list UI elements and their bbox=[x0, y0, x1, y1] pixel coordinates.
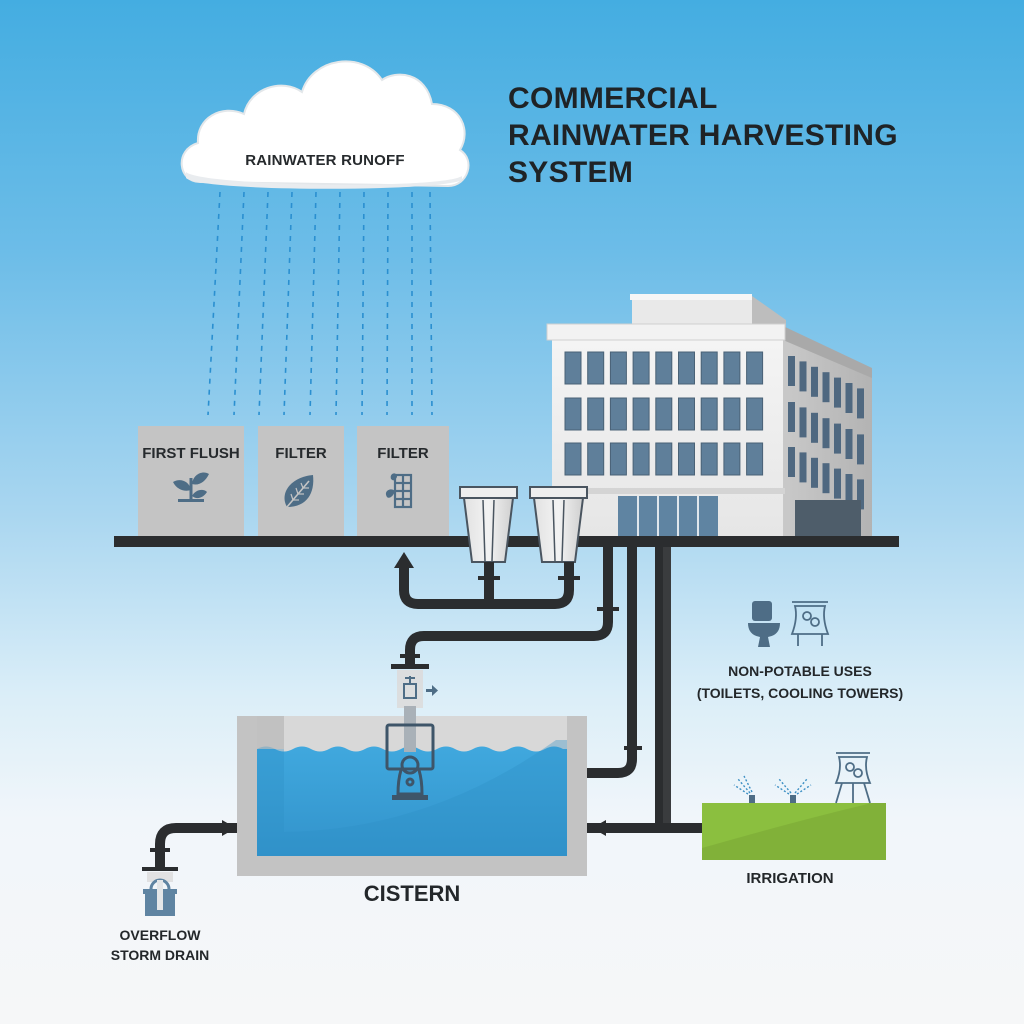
cistern-tank bbox=[237, 716, 587, 876]
filter-label: FILTER bbox=[275, 445, 327, 462]
irrigation-field bbox=[702, 803, 886, 860]
cooling-tower-icon bbox=[834, 752, 872, 804]
pipe-flanges bbox=[142, 576, 642, 871]
building-window bbox=[723, 397, 741, 431]
cloud bbox=[180, 60, 470, 189]
building-window bbox=[609, 397, 627, 431]
control-valve-icon bbox=[403, 676, 417, 699]
building-side-window bbox=[811, 412, 818, 443]
building-window bbox=[564, 397, 582, 431]
rain-line bbox=[233, 191, 245, 416]
building-window bbox=[655, 351, 673, 385]
right-arrow-icon bbox=[222, 820, 236, 836]
building-window bbox=[564, 442, 582, 476]
right-arrow-icon bbox=[426, 685, 438, 696]
cistern-label: CISTERN bbox=[363, 881, 461, 906]
building-window bbox=[632, 351, 650, 385]
building-window bbox=[587, 351, 605, 385]
building-side-window bbox=[845, 429, 853, 459]
building-side-window bbox=[799, 452, 807, 483]
building-window bbox=[678, 397, 695, 431]
building-window bbox=[700, 397, 718, 431]
building-side-window bbox=[857, 434, 864, 465]
building-side-window bbox=[845, 474, 853, 504]
building-side-window bbox=[834, 377, 841, 408]
building-side-window bbox=[799, 407, 807, 438]
building-window bbox=[632, 397, 650, 431]
cloud-label: RAINWATER RUNOFF bbox=[245, 152, 405, 169]
leaf-grid-filter-icon bbox=[385, 473, 413, 509]
up-arrow-icon bbox=[394, 552, 414, 568]
building-window bbox=[609, 442, 627, 476]
leaf-icon bbox=[284, 475, 314, 508]
building-window bbox=[723, 351, 741, 385]
rain-line bbox=[258, 191, 269, 416]
rain-line bbox=[386, 191, 389, 416]
rain-line bbox=[361, 191, 365, 416]
non-potable-label-line2: (TOILETS, COOLING TOWERS) bbox=[696, 685, 904, 701]
non-potable-label-line1: NON-POTABLE USES bbox=[728, 663, 872, 679]
building-side-window bbox=[788, 447, 795, 477]
building-side-window bbox=[788, 402, 795, 432]
page-title: COMMERCIAL RAINWATER HARVESTING SYSTEM bbox=[508, 80, 898, 191]
building-window bbox=[564, 351, 582, 385]
building-window bbox=[609, 351, 627, 385]
filter-label: FILTER bbox=[377, 445, 429, 462]
rain-line bbox=[335, 191, 341, 416]
left-arrow-icon bbox=[592, 820, 606, 836]
building-window bbox=[587, 397, 605, 431]
downspout-filter-1 bbox=[459, 486, 518, 563]
overflow-label-line2: STORM DRAIN bbox=[110, 947, 210, 963]
building-side-window bbox=[799, 361, 807, 392]
toilet-icon bbox=[748, 601, 780, 647]
building-side-window bbox=[845, 383, 853, 413]
building-side-window bbox=[811, 457, 818, 488]
building-side-window bbox=[834, 423, 841, 454]
rain-line bbox=[283, 191, 293, 416]
building-side-window bbox=[857, 479, 864, 510]
title-line: RAINWATER HARVESTING bbox=[508, 119, 898, 152]
overflow-label: OVERFLOW STORM DRAIN bbox=[90, 925, 230, 965]
building-side-window bbox=[788, 356, 795, 386]
storm-drain-icon bbox=[143, 872, 177, 916]
cooling-tower-icon bbox=[790, 601, 830, 646]
rain-drops bbox=[207, 191, 433, 416]
building-side-window bbox=[857, 388, 864, 419]
building-side-window bbox=[811, 366, 818, 397]
first-flush-label: FIRST FLUSH bbox=[142, 445, 240, 462]
pump-assembly bbox=[385, 670, 438, 800]
building-window bbox=[746, 351, 764, 385]
commercial-building bbox=[546, 294, 872, 536]
building-window bbox=[655, 442, 673, 476]
irrigation-label: IRRIGATION bbox=[746, 870, 834, 887]
building-side-window bbox=[822, 418, 830, 449]
downspout-filter-2 bbox=[529, 486, 588, 563]
building-window bbox=[678, 351, 695, 385]
rain-line bbox=[309, 191, 317, 416]
building-window bbox=[723, 442, 741, 476]
building-window bbox=[655, 397, 673, 431]
building-side-window bbox=[834, 468, 841, 499]
sprout-icon bbox=[173, 472, 209, 502]
title-line: COMMERCIAL bbox=[508, 82, 718, 115]
rain-line bbox=[207, 191, 221, 416]
building-window bbox=[700, 351, 718, 385]
building-window bbox=[632, 442, 650, 476]
building-window bbox=[746, 397, 764, 431]
building-window bbox=[700, 442, 718, 476]
building-window bbox=[678, 442, 695, 476]
building-side-window bbox=[822, 463, 830, 494]
overflow-label-line1: OVERFLOW bbox=[119, 927, 201, 943]
sprinkler-icon bbox=[733, 775, 755, 803]
building-side-window bbox=[822, 372, 830, 403]
submersible-pump-icon bbox=[396, 755, 424, 796]
title-line: SYSTEM bbox=[508, 156, 634, 189]
sprinkler-icon bbox=[774, 778, 812, 803]
pipe-network bbox=[155, 547, 702, 868]
flow-arrows bbox=[222, 552, 606, 836]
building-window bbox=[587, 442, 605, 476]
building-window bbox=[746, 442, 764, 476]
non-potable-label: NON-POTABLE USES (TOILETS, COOLING TOWER… bbox=[690, 660, 910, 704]
rain-line bbox=[429, 191, 433, 416]
